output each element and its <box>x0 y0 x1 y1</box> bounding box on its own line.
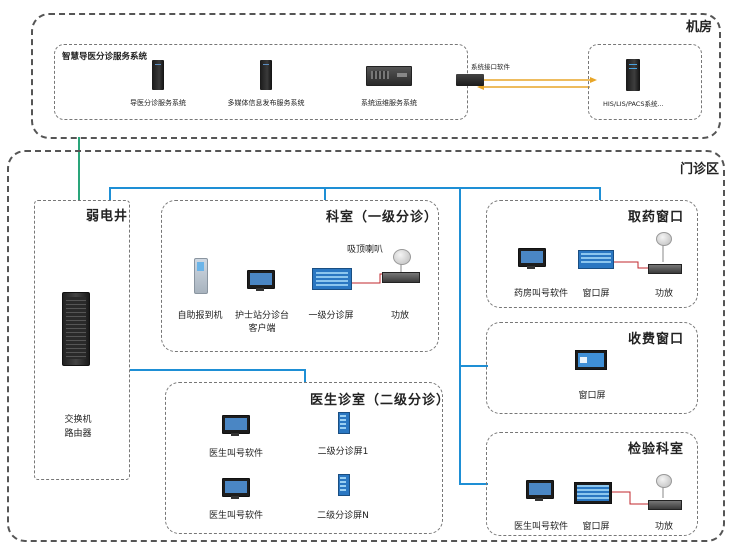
dept-amp-label: 功放 <box>390 311 410 321</box>
secondary-screen-icon <box>338 412 350 434</box>
monitor-icon <box>222 415 250 434</box>
his-server-icon <box>626 59 640 91</box>
server-label-1: 导医分诊服务系统 <box>130 99 186 107</box>
lab-title: 检验科室 <box>628 442 685 457</box>
lab-box <box>486 432 698 536</box>
branch-doctor-line <box>130 369 306 382</box>
ceiling-speaker-icon <box>393 249 411 265</box>
weak-well-box <box>34 200 130 480</box>
ceiling-speaker-icon <box>656 474 672 488</box>
weak-well-title: 弱电井 <box>86 209 129 224</box>
kiosk-label: 自助报到机 <box>177 311 223 321</box>
monitor-stand-icon <box>535 498 543 501</box>
pharmacy-call-label: 药房叫号软件 <box>513 289 569 299</box>
window-screen-icon <box>575 350 607 370</box>
router-label: 路由器 <box>64 429 92 439</box>
nurse-station-label: 护士站分诊台 <box>234 311 290 321</box>
lab-amp-label: 功放 <box>654 522 674 532</box>
interface-label: 系统接口软件 <box>471 63 510 71</box>
server-label-3: 系统运维服务系统 <box>361 99 417 107</box>
cashier-screen-label: 窗口屏 <box>578 391 606 401</box>
amplifier-icon <box>648 500 682 510</box>
nurse-client-label: 客户端 <box>248 324 276 334</box>
machine-room-region <box>31 13 721 139</box>
rack-server-icon <box>366 66 412 86</box>
pharmacy-amp-label: 功放 <box>654 289 674 299</box>
doctor-room-box <box>165 382 443 534</box>
trunk-right-line <box>459 188 488 485</box>
doctor-call-label-2: 医生叫号软件 <box>208 511 264 521</box>
monitor-stand-icon <box>256 288 264 291</box>
server-tower-icon <box>260 60 272 90</box>
machine-room-title: 机房 <box>686 20 713 35</box>
doctor-call-label-1: 医生叫号软件 <box>208 449 264 459</box>
signal-arrow-right <box>590 77 597 83</box>
server-label-2: 多媒体信息发布服务系统 <box>227 99 305 107</box>
secondary-screen-icon <box>338 474 350 496</box>
system-group-title: 智慧导医分诊服务系统 <box>62 52 148 62</box>
doctor-room-title: 医生诊室（二级分诊） <box>310 393 451 408</box>
monitor-stand-icon <box>231 496 239 499</box>
monitor-icon <box>222 478 250 497</box>
cashier-title: 收费窗口 <box>628 332 685 347</box>
kiosk-icon <box>194 258 208 294</box>
monitor-stand-icon <box>527 266 535 269</box>
dept-room-box <box>161 200 439 352</box>
window-screen-icon <box>578 250 614 269</box>
cashier-box <box>486 322 698 414</box>
network-cabinet-icon <box>62 292 90 366</box>
triage-screen-label: 一级分诊屏 <box>308 311 354 321</box>
ceiling-speaker-icon <box>656 232 672 246</box>
lab-screen-label: 窗口屏 <box>582 522 610 532</box>
triage-screen-icon <box>312 268 352 290</box>
window-screen-icon <box>574 482 612 504</box>
outpatient-region <box>7 150 725 542</box>
server-tower-icon <box>152 60 164 90</box>
amplifier-icon <box>382 272 420 283</box>
secondary-screen-label-1: 二级分诊屏1 <box>317 447 369 457</box>
ceiling-speaker-label: 吸顶喇叭 <box>347 245 384 255</box>
his-label: HIS/LIS/PACS系统... <box>603 100 664 108</box>
his-box <box>588 44 702 120</box>
lab-amp-cable <box>612 491 648 505</box>
lab-call-label: 医生叫号软件 <box>513 522 569 532</box>
switch-label: 交换机 <box>64 415 92 425</box>
secondary-screen-label-2: 二级分诊屏N <box>317 511 369 521</box>
monitor-stand-icon <box>231 433 239 436</box>
pharmacy-amp-cable <box>612 261 648 269</box>
monitor-icon <box>526 480 554 499</box>
monitor-icon <box>518 248 546 267</box>
monitor-icon <box>247 270 275 289</box>
pharmacy-screen-label: 窗口屏 <box>582 289 610 299</box>
dept-room-title: 科室（一级分诊） <box>326 210 439 225</box>
interface-box-icon <box>456 74 484 86</box>
outpatient-title: 门诊区 <box>680 162 720 177</box>
amplifier-icon <box>648 264 682 274</box>
pharmacy-title: 取药窗口 <box>628 210 685 225</box>
pharmacy-box <box>486 200 698 308</box>
backbone-top-line <box>109 187 601 200</box>
